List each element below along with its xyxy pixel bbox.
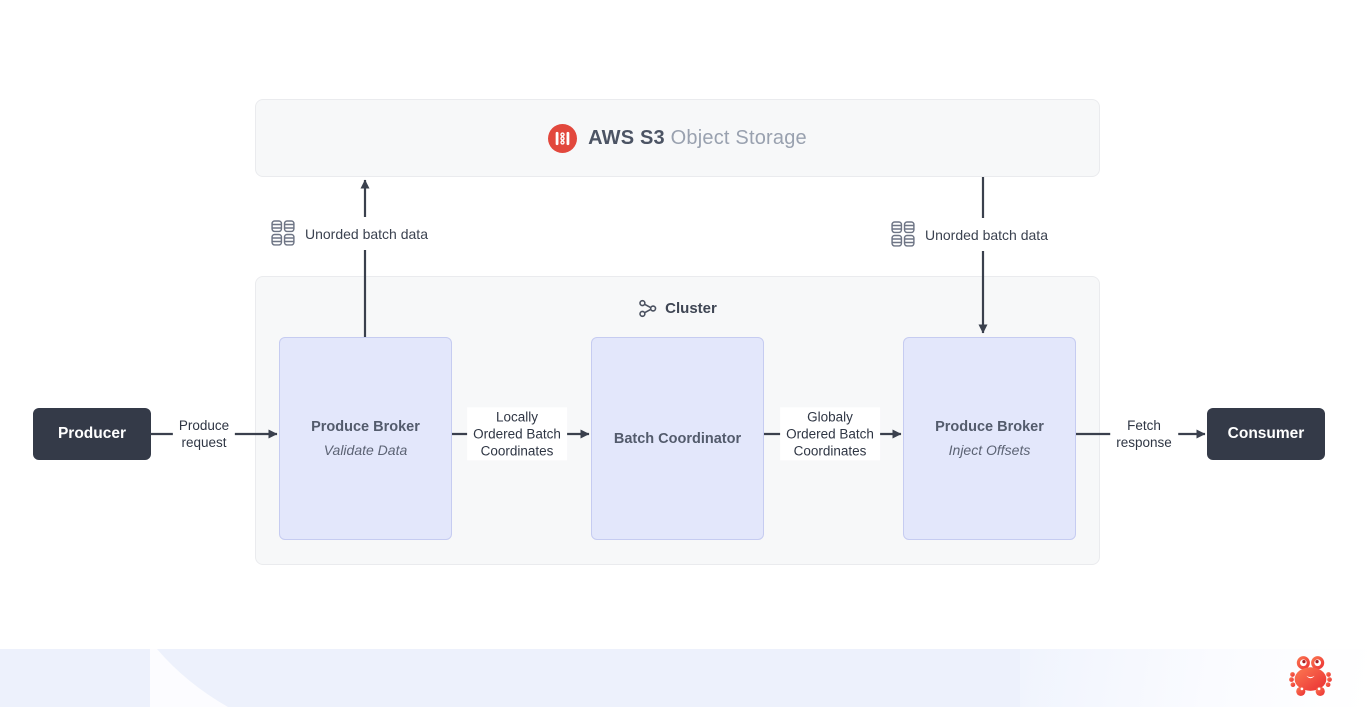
edge-label-locally-ordered: Locally Ordered Batch Coordinates [467,407,567,461]
crab-icon [1288,654,1333,698]
chip-text: Unorded batch data [305,225,428,242]
node-title: Produce Broker [311,419,420,435]
s3-title-secondary: Object Storage [670,126,807,149]
s3-title-primary: AWS S3 [588,126,665,149]
node-consumer: Consumer [1207,408,1325,460]
node-producer: Producer [33,408,151,460]
s3-storage-panel: AWS S3 Object Storage [255,99,1100,177]
s3-panel-title: AWS S3 Object Storage [588,127,807,150]
node-produce-broker-inject: Produce Broker Inject Offsets [903,337,1076,540]
database-grid-icon [271,220,296,247]
chip-text: Unorded batch data [925,226,1048,243]
cluster-header: Cluster [256,299,1099,318]
edge-label-globally-ordered: Globaly Ordered Batch Coordinates [780,407,880,461]
footer-wedge-shape [150,649,228,707]
edge-label-fetch-response: Fetch response [1110,415,1178,453]
database-grid-icon [891,221,916,248]
s3-bucket-icon [548,123,578,153]
cluster-hub-icon [638,299,657,318]
label-unordered-batch-data-left: Unorded batch data [264,217,435,250]
label-unordered-batch-data-right: Unorded batch data [884,218,1055,251]
cluster-label: Cluster [665,300,717,317]
node-title: Batch Coordinator [613,430,742,447]
node-produce-broker-validate: Produce Broker Validate Data [279,337,452,540]
edge-label-produce-request: Produce request [172,415,236,453]
footer-band [0,649,1368,707]
node-title: Produce Broker [935,419,1044,435]
node-subtitle: Validate Data [323,442,408,458]
node-batch-coordinator: Batch Coordinator [591,337,764,540]
node-subtitle: Inject Offsets [948,442,1031,458]
